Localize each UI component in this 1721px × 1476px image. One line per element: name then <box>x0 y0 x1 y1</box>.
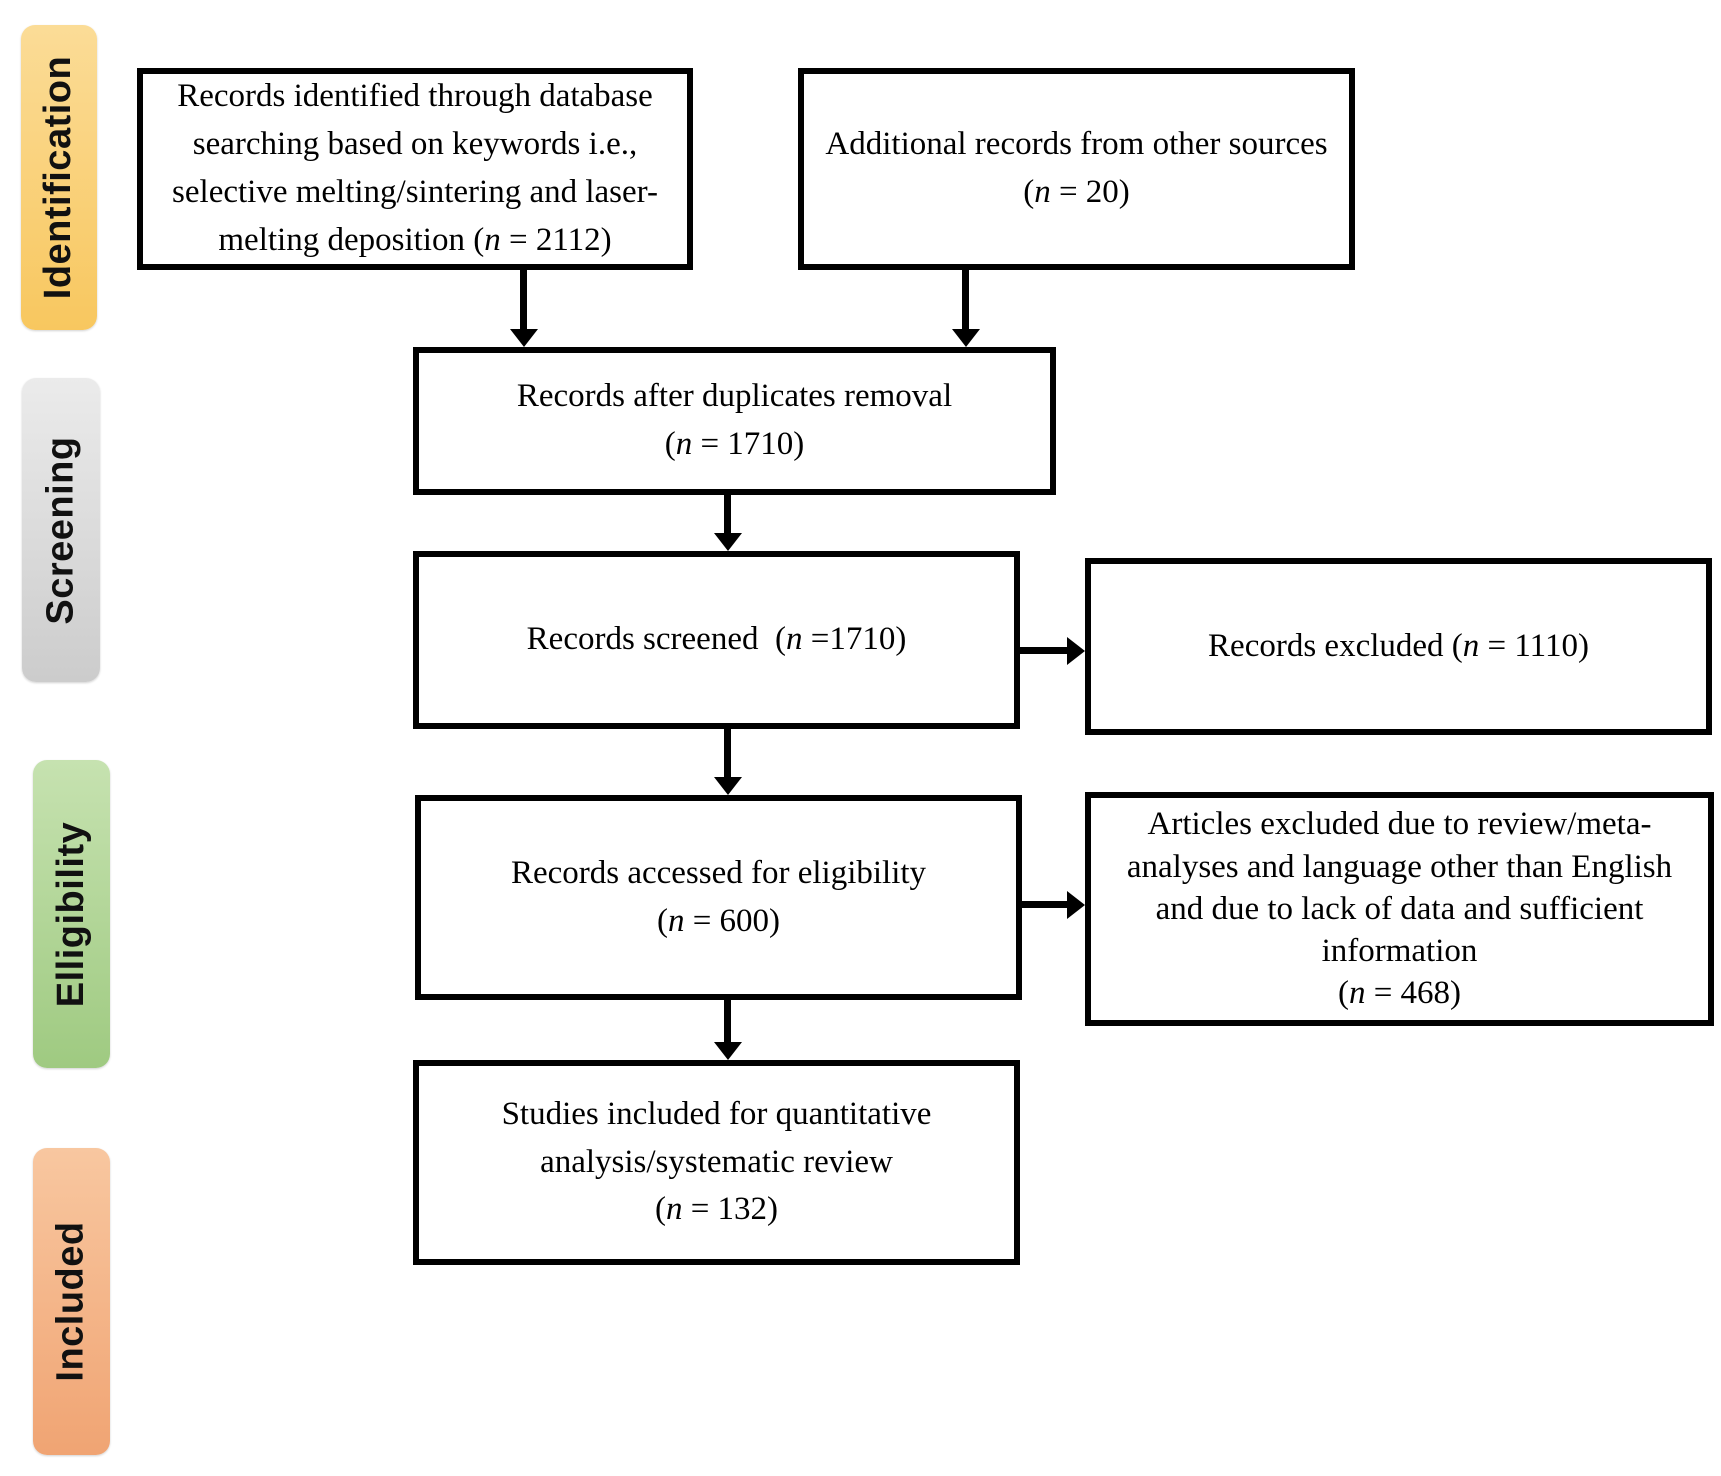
flow-box-additional-records: Additional records from other sources (n … <box>798 68 1355 270</box>
stage-tab-identification: Identification <box>21 25 97 330</box>
box-text-line: Studies included for quantitative <box>501 1095 932 1132</box>
box-text-line: Records accessed for eligibility <box>510 854 927 891</box>
box-text-line: selective melting/sintering and laser- <box>172 174 658 210</box>
box-text-line: (n = 20) <box>1023 174 1130 210</box>
box-text-line: (n = 132) <box>654 1191 779 1228</box>
flow-box-records-identified: Records identified through database searc… <box>137 68 693 270</box>
stage-label-elligibility: Elligibility <box>50 821 92 1007</box>
arrow-accessed-to-studies <box>713 1000 742 1060</box>
stage-tab-screening: Screening <box>22 378 100 682</box>
flow-box-duplicates-removed: Records after duplicates removal (n = 171… <box>413 347 1056 495</box>
arrow-screened-to-accessed <box>713 729 742 795</box>
box-text-line: (n = 1710) <box>664 426 805 462</box>
box-text-line: information <box>1321 933 1478 970</box>
stage-tab-included: Included <box>33 1148 110 1455</box>
arrow-duplicates-to-screened <box>713 495 742 551</box>
box-text-line: (n = 468) <box>1337 975 1462 1012</box>
stage-tab-elligibility: Elligibility <box>33 760 110 1068</box>
flow-box-records-screened: Records screened (n =1710) <box>413 551 1020 729</box>
flow-box-studies-included: Studies included for quantitative analysi… <box>413 1060 1020 1265</box>
box-text-line: Records excluded (n = 1110) <box>1208 627 1589 664</box>
flow-box-records-accessed: Records accessed for eligibility (n = 600… <box>415 795 1022 1000</box>
stage-label-included: Included <box>50 1221 93 1382</box>
arrow-accessed-to-articles-excluded <box>1022 890 1085 919</box>
box-text-line: searching based on keywords i.e., <box>192 126 638 163</box>
box-text-line: analyses and language other than English <box>1126 848 1673 885</box>
flow-box-records-excluded: Records excluded (n = 1110) <box>1085 558 1712 735</box>
box-text-line: analysis/systematic review <box>540 1143 893 1180</box>
box-text-line: (n = 600) <box>656 902 781 939</box>
box-text-line: Additional records from other sources <box>825 126 1328 163</box>
box-text-line: melting deposition (n = 2112) <box>218 221 612 258</box>
arrow-additional-to-duplicates <box>951 270 980 347</box>
stage-label-identification: Identification <box>37 55 80 300</box>
box-text-line: and due to lack of data and sufficient <box>1155 890 1644 927</box>
box-text-line: Records screened (n =1710) <box>526 621 907 658</box>
arrow-screened-to-excluded <box>1020 636 1085 665</box>
arrow-identified-to-duplicates <box>509 270 538 347</box>
box-text-line: Records after duplicates removal <box>516 378 953 415</box>
flow-box-articles-excluded: Articles excluded due to review/meta-ana… <box>1085 792 1714 1026</box>
stage-label-screening: Screening <box>39 435 82 625</box>
box-text-line: Records identified through database <box>177 78 653 115</box>
box-text-line: Articles excluded due to review/meta- <box>1147 806 1652 843</box>
